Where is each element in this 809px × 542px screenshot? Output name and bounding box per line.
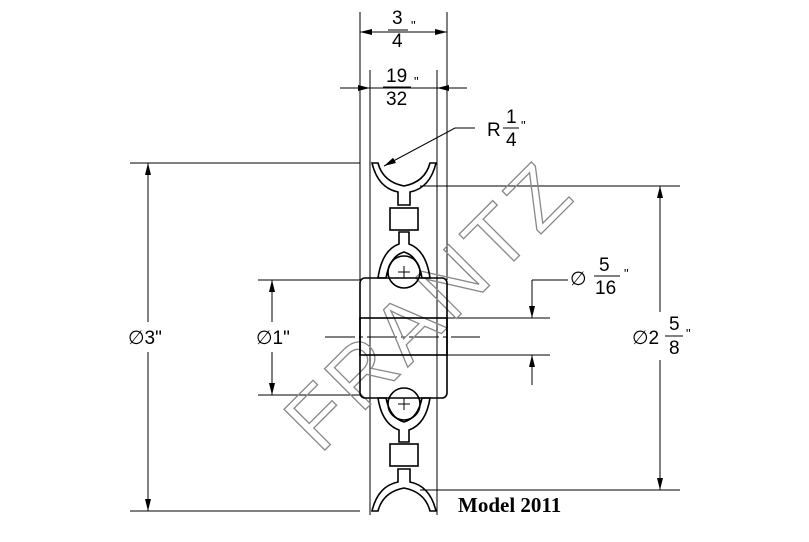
dim-bore-diameter: ∅ 5 16 " bbox=[570, 255, 629, 299]
svg-text:5: 5 bbox=[669, 314, 680, 335]
dimension-lines bbox=[145, 29, 663, 511]
dim-hub-diameter: ∅1" bbox=[256, 328, 290, 349]
svg-text:1: 1 bbox=[506, 107, 517, 128]
svg-text:32: 32 bbox=[386, 89, 407, 110]
svg-text:4: 4 bbox=[392, 31, 403, 52]
svg-text:": " bbox=[411, 18, 416, 33]
svg-text:19: 19 bbox=[386, 66, 407, 87]
svg-text:3: 3 bbox=[392, 8, 403, 29]
dim-groove-diameter: ∅2 5 8 " bbox=[632, 314, 691, 359]
svg-text:5: 5 bbox=[599, 255, 610, 276]
svg-text:4: 4 bbox=[506, 130, 517, 151]
svg-text:∅: ∅ bbox=[570, 269, 587, 290]
svg-text:16: 16 bbox=[595, 278, 616, 299]
model-label: Model 2011 bbox=[458, 493, 561, 517]
svg-text:": " bbox=[521, 118, 526, 133]
dim-outer-diameter: ∅3" bbox=[128, 328, 162, 349]
wheel-section bbox=[359, 162, 448, 512]
dim-width-hub: 19 32 " bbox=[383, 66, 419, 110]
svg-text:": " bbox=[686, 326, 691, 341]
svg-text:R: R bbox=[487, 120, 501, 141]
extension-lines bbox=[130, 12, 680, 515]
svg-text:": " bbox=[624, 266, 629, 281]
watermark-text: FRANTZ bbox=[266, 142, 592, 468]
svg-text:∅2: ∅2 bbox=[632, 328, 659, 349]
svg-text:": " bbox=[414, 74, 419, 89]
dim-radius: R 1 4 " bbox=[487, 107, 526, 151]
svg-text:8: 8 bbox=[669, 338, 680, 359]
dim-width-overall: 3 4 " bbox=[388, 8, 416, 52]
